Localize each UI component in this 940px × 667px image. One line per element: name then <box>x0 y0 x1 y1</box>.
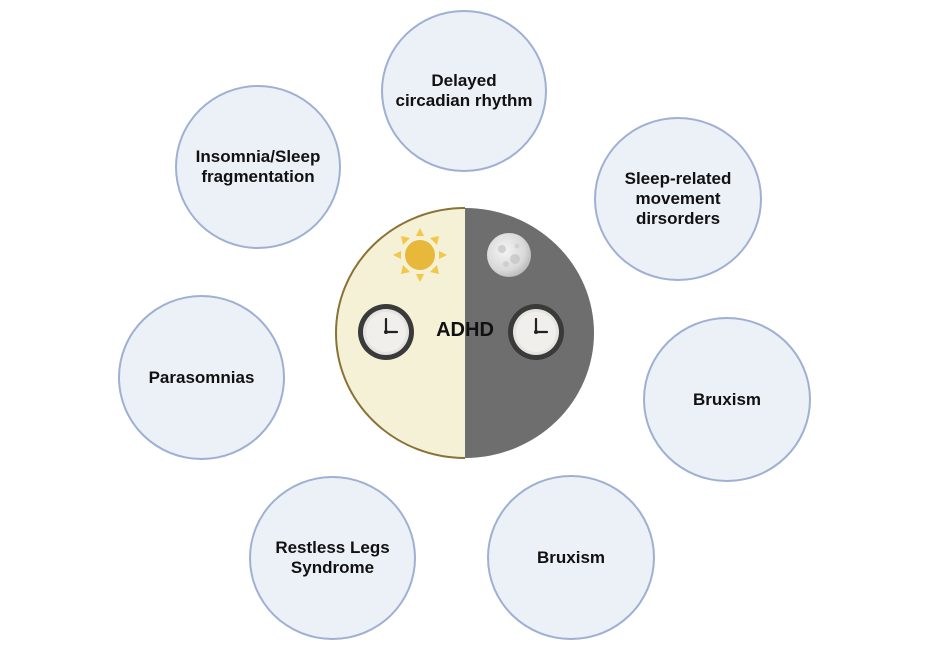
bubble-parasomnias: Parasomnias <box>118 295 285 460</box>
bubble-bruxism-right: Bruxism <box>643 317 811 482</box>
bubble-sleep-related-movement-disorders: Sleep-related movement dirsorders <box>594 117 762 281</box>
day-outline <box>335 207 466 459</box>
moon-icon <box>487 233 531 277</box>
bubble-label: Sleep-related movement dirsorders <box>624 169 732 228</box>
bubble-label: Insomnia/Sleep fragmentation <box>195 147 321 186</box>
bubble-delayed-circadian-rhythm: Delayed circadian rhythm <box>381 10 547 172</box>
bubble-label: Bruxism <box>692 389 762 409</box>
bubble-insomnia-sleep-fragmentation: Insomnia/Sleep fragmentation <box>175 85 341 249</box>
bubble-label: Delayed circadian rhythm <box>395 71 533 110</box>
bubble-label: Restless Legs Syndrome <box>275 538 390 577</box>
bubble-restless-legs-syndrome: Restless Legs Syndrome <box>249 476 416 640</box>
bubble-bruxism-bottom: Bruxism <box>487 475 655 640</box>
bubble-label: Parasomnias <box>148 367 255 387</box>
sun-icon <box>393 228 447 282</box>
adhd-center-circle: ADHD <box>334 206 596 460</box>
clock-icon <box>508 304 564 360</box>
clock-icon <box>358 304 414 360</box>
bubble-label: Bruxism <box>536 547 606 567</box>
day-night-circle <box>335 207 594 459</box>
